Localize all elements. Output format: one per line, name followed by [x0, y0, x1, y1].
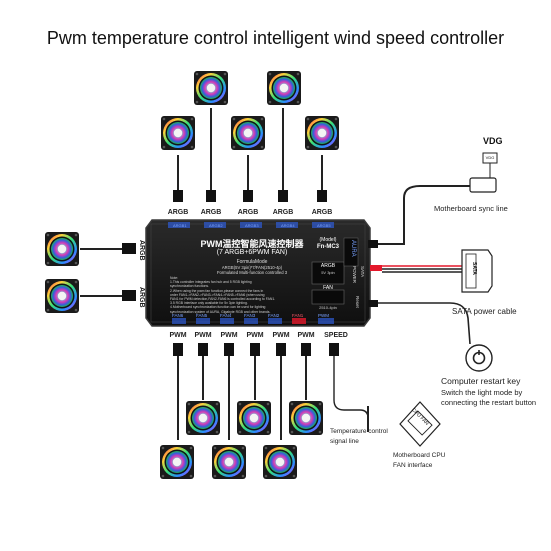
argb-cable-label: ARGB: [138, 287, 145, 308]
argb-spec: ARGB(5V 3pin)*7/FAN(2510-4p): [221, 265, 283, 270]
pwm-cable-label: PWM: [194, 332, 212, 339]
pwm-cable-label: PWM: [220, 332, 238, 339]
argb-cable-label: ARGB: [138, 240, 145, 261]
pwm-fan: [212, 445, 246, 479]
note-line: synchronization system of AURA, Gigabyte…: [170, 309, 271, 314]
argb-fan: [267, 71, 301, 105]
controller-name: PWM温控智能风速控制器: [200, 239, 304, 249]
cpu-fan-line2: FAN interface: [393, 462, 433, 469]
argb-fan: [45, 232, 79, 266]
pwm-fan: [263, 445, 297, 479]
pwm-cable-label: PWM: [297, 332, 315, 339]
controller-notes: Note: 1.This controller integrates fan h…: [170, 276, 308, 314]
restart-title: Computer restart key: [441, 376, 521, 386]
fan-port-sub: 2510-4pin: [319, 305, 337, 310]
note-line: Note:: [170, 276, 179, 280]
pwm-fan: [289, 401, 323, 435]
argb-cable-label: ARGB: [272, 209, 294, 216]
temp-sensor-line1: Temperature control: [330, 428, 388, 435]
speed-cable-label: SPEED: [324, 332, 348, 339]
argb-fan: [231, 116, 265, 150]
port-label: ARGB5: [317, 223, 331, 228]
power-label: POWER: [352, 266, 357, 284]
restart-desc-line1: Switch the light mode by: [441, 388, 523, 397]
argb-cable-label: ARGB: [200, 209, 222, 216]
model-label: (Model): [319, 237, 337, 243]
restart-desc-line2: connecting the restart button: [441, 398, 537, 407]
port-label: FAN3: [244, 313, 256, 318]
port-label: FAN2: [268, 313, 280, 318]
argb-fan: [194, 71, 228, 105]
sata-label: SATA: [360, 266, 365, 278]
reset-label: Reset: [355, 296, 360, 308]
port-label: ARGB3: [245, 223, 259, 228]
fan-port-label: FAN: [323, 285, 333, 291]
note-line: 2.When using the pwm fan function,please…: [170, 288, 264, 293]
bottom-fans: [160, 343, 441, 479]
note-line: 3.5 RGB interface only available for 5v …: [170, 301, 248, 306]
pwm-fan: [160, 445, 194, 479]
note-line: 4.Motherboard synchronization function c…: [170, 305, 266, 310]
port-label: ARGB4: [281, 223, 295, 228]
formula-line: Formulated Multi-function controlled 3: [216, 270, 288, 275]
pwm-cable-label: PWM: [169, 332, 187, 339]
note-line: synchronization functions.: [170, 284, 210, 289]
argb-cable-label: ARGB: [167, 209, 189, 216]
controller-subtitle: (7 ARGB+6PWM FAN): [216, 249, 288, 256]
note-line: order FAN1->FAN2->FAN3->FAN4->FAN5->FAN6…: [170, 292, 265, 297]
right-cables: [368, 152, 498, 372]
argb-fan: [45, 279, 79, 313]
vdg-caption: Motherboard sync line: [434, 204, 508, 213]
model-code: Fn-MC3: [317, 244, 339, 250]
sata-plug-label: SATA: [471, 262, 477, 275]
top-fans: [161, 71, 339, 202]
note-line: 1.This controller integrates fan hub and…: [170, 280, 252, 285]
note-line: FAN1 for PWM detection,FAN2-FAN6 is cont…: [170, 297, 276, 302]
cpu-fan-line1: Motherboard CPU: [393, 452, 446, 459]
vdg-title: VDG: [483, 136, 503, 146]
port-label: PWM: [318, 313, 329, 318]
controller-box: [145, 219, 371, 327]
formula-mode: FormulaMode: [236, 259, 268, 265]
pwm-cable-label: PWM: [246, 332, 264, 339]
port-label: ARGB1: [173, 223, 187, 228]
aura-label: AURA: [350, 240, 356, 257]
pwm-cable-label: PWM: [272, 332, 290, 339]
pwm-fan: [237, 401, 271, 435]
left-fans: [45, 232, 136, 313]
argb-fan: [305, 116, 339, 150]
argb-port-label: ARGB: [320, 263, 336, 269]
port-label: FAN4: [220, 313, 232, 318]
argb-port-sub: 5V 3pin: [321, 270, 335, 275]
pwm-fan: [186, 401, 220, 435]
port-label: FAN5: [196, 313, 208, 318]
port-label: ARGB2: [209, 223, 223, 228]
argb-fan: [161, 116, 195, 150]
port-label: FAN6: [172, 313, 184, 318]
page-title: Pwm temperature control intelligent wind…: [46, 28, 505, 48]
port-label: FAN1: [292, 313, 304, 318]
vdg-plug-label: VDG: [485, 155, 495, 160]
argb-cable-label: ARGB: [311, 209, 333, 216]
argb-cable-label: ARGB: [237, 209, 259, 216]
temp-sensor-line2: signal line: [330, 438, 359, 445]
sata-caption: SATA power cable: [452, 307, 517, 316]
